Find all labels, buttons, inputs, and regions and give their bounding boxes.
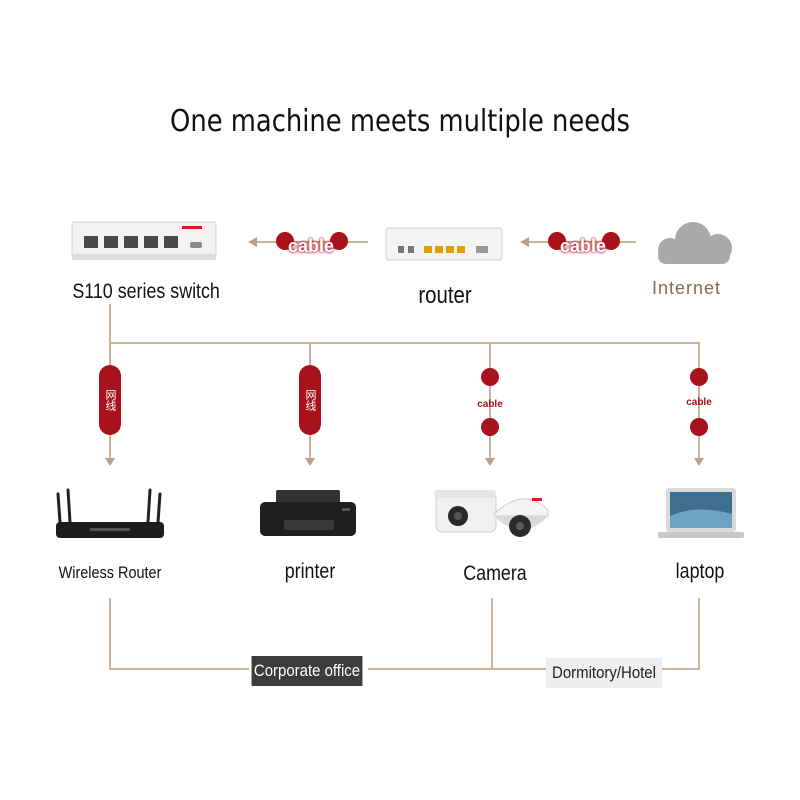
diagram-title: One machine meets multiple needs bbox=[170, 104, 630, 139]
arrow-down-icon bbox=[105, 458, 115, 466]
internet-label: Internet bbox=[652, 278, 722, 298]
cable-dot-bottom bbox=[481, 418, 499, 436]
group-line-right bbox=[698, 598, 700, 670]
camera-label: Camera bbox=[463, 562, 527, 585]
group-line-bottom-right bbox=[660, 668, 700, 670]
wireless-router-image bbox=[56, 488, 164, 538]
router-label: router bbox=[418, 282, 472, 309]
cable-dot-left bbox=[276, 232, 294, 250]
pill-label: 网线 bbox=[104, 389, 116, 411]
arrow-left-icon bbox=[520, 237, 529, 247]
group-line-bottom-left bbox=[109, 668, 249, 670]
cable-label-1: cable bbox=[288, 236, 335, 256]
cable-line-router-internet bbox=[528, 241, 636, 243]
laptop-image bbox=[658, 488, 744, 538]
bus-line bbox=[109, 342, 700, 344]
cloud-icon bbox=[658, 222, 732, 264]
cable-dot-left bbox=[548, 232, 566, 250]
cable-label-2: cable bbox=[560, 236, 607, 256]
corporate-office-tag: Corporate office bbox=[251, 656, 363, 686]
printer-image bbox=[260, 490, 356, 536]
cable-dot-bottom bbox=[690, 418, 708, 436]
group-line-left bbox=[109, 598, 111, 670]
switch-label: S110 series switch bbox=[72, 280, 220, 303]
cable-line-switch-router bbox=[256, 241, 368, 243]
cable-dot-top bbox=[690, 368, 708, 386]
wireless-router-label: Wireless Router bbox=[58, 563, 162, 582]
cable-pill-wireless: 网线 bbox=[99, 365, 121, 435]
cable-pill-printer: 网线 bbox=[299, 365, 321, 435]
cable-label-laptop: cable bbox=[686, 397, 712, 408]
router-device-image bbox=[385, 227, 503, 261]
laptop-label: laptop bbox=[675, 560, 725, 583]
pill-label: 网线 bbox=[304, 389, 316, 411]
drop-line-laptop bbox=[698, 342, 700, 464]
arrow-left-icon bbox=[248, 237, 257, 247]
camera-image bbox=[434, 490, 549, 537]
arrow-down-icon bbox=[485, 458, 495, 466]
cable-label-camera: cable bbox=[477, 399, 503, 410]
cable-dot-right bbox=[330, 232, 348, 250]
group-line-bottom-mid bbox=[368, 668, 546, 670]
arrow-down-icon bbox=[305, 458, 315, 466]
printer-label: printer bbox=[284, 560, 336, 583]
dormitory-hotel-tag: Dormitory/Hotel bbox=[545, 658, 663, 688]
arrow-down-icon bbox=[694, 458, 704, 466]
switch-device-image bbox=[71, 221, 217, 260]
cable-dot-top bbox=[481, 368, 499, 386]
cable-dot-right bbox=[602, 232, 620, 250]
group-line-mid bbox=[491, 598, 493, 670]
drop-line-camera bbox=[489, 342, 491, 464]
